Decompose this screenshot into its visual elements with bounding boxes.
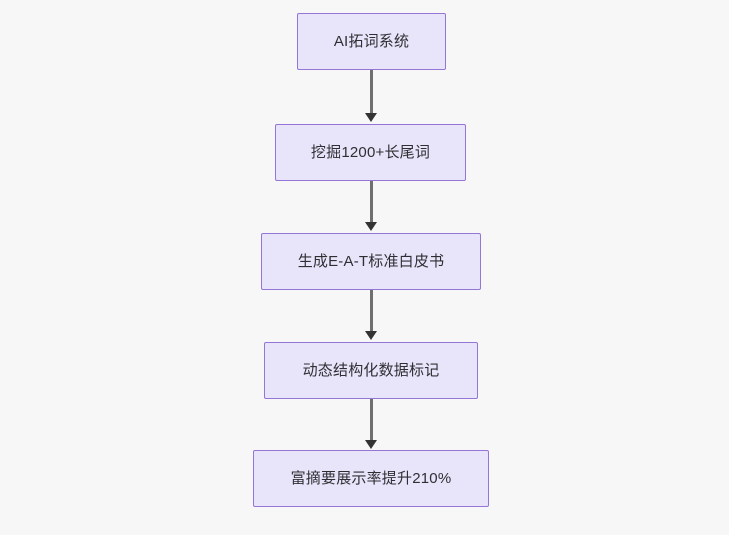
- arrowhead-n3-n4: [365, 331, 377, 340]
- node-label: 富摘要展示率提升210%: [290, 470, 452, 487]
- edge-n1-n2: [370, 70, 373, 115]
- arrowhead-n4-n5: [365, 440, 377, 449]
- node-label: 挖掘1200+长尾词: [310, 144, 431, 161]
- node-rich-snippet-result[interactable]: 富摘要展示率提升210%: [253, 450, 489, 507]
- edge-n4-n5: [370, 399, 373, 441]
- node-ai-keyword-system[interactable]: AI拓词系统: [297, 13, 446, 70]
- edge-n3-n4: [370, 290, 373, 333]
- arrowhead-n2-n3: [365, 222, 377, 231]
- node-label: AI拓词系统: [333, 33, 410, 50]
- node-label: 生成E-A-T标准白皮书: [297, 253, 445, 270]
- node-generate-eat-whitepaper[interactable]: 生成E-A-T标准白皮书: [261, 233, 481, 290]
- arrowhead-n1-n2: [365, 113, 377, 122]
- node-dynamic-structured-data[interactable]: 动态结构化数据标记: [264, 342, 478, 399]
- node-mine-longtail-keywords[interactable]: 挖掘1200+长尾词: [275, 124, 466, 181]
- edge-n2-n3: [370, 181, 373, 224]
- node-label: 动态结构化数据标记: [302, 362, 440, 379]
